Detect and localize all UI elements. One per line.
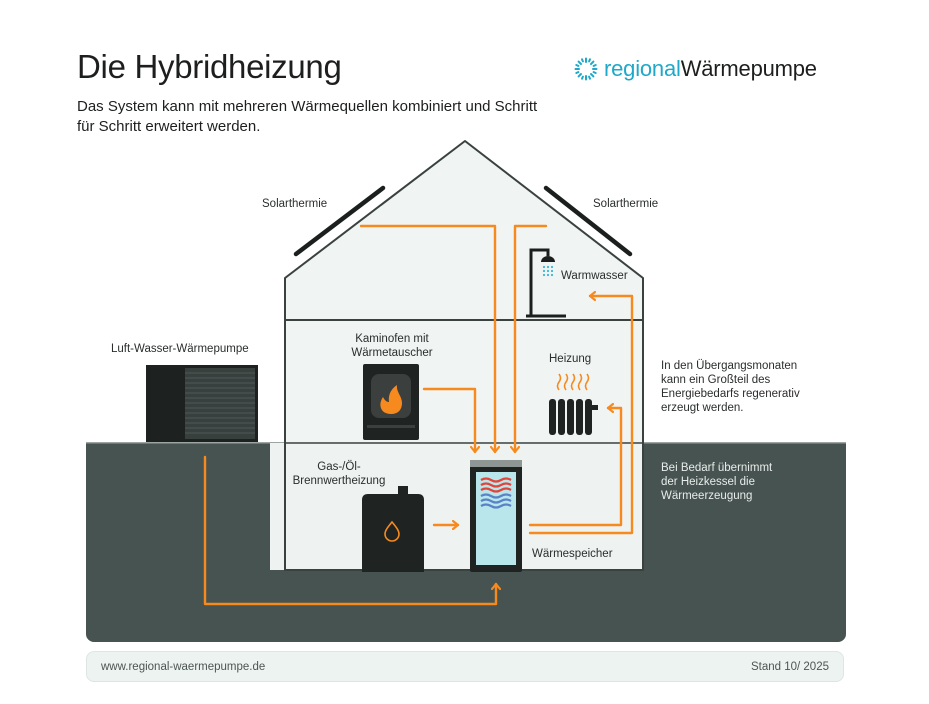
footer-url[interactable]: www.regional-waermepumpe.de	[101, 661, 266, 673]
flow-solar-left	[359, 224, 495, 454]
flow-fireplace	[422, 387, 475, 454]
boiler-icon	[362, 486, 424, 572]
label-kaminofen: Kaminofen mit Wärmetauscher	[351, 333, 433, 359]
house-outline	[284, 140, 644, 571]
heat-pump-unit	[146, 365, 258, 442]
page-subtitle: Das System kann mit mehreren Wärmequelle…	[77, 98, 538, 135]
flow-solar-right	[515, 224, 548, 454]
flow-heating	[528, 408, 623, 527]
label-heizung: Heizung	[549, 353, 592, 365]
solar-panel-left	[293, 185, 386, 257]
label-waermepumpe: Luft-Wasser-Wärmepumpe	[111, 343, 249, 355]
page-title: Die Hybridheizung	[77, 48, 342, 85]
solar-panel-right	[543, 185, 633, 257]
label-speicher: Wärmespeicher	[532, 548, 613, 560]
note-bedarf: Bei Bedarf übernimmt der Heizkessel die …	[661, 462, 773, 502]
brand-logo[interactable]: regionalWärmepumpe	[574, 56, 817, 82]
label-solar-left: Solarthermie	[262, 198, 328, 210]
radiator-icon	[549, 373, 598, 435]
logo-dark-text: Wärmepumpe	[680, 56, 817, 81]
label-brennwert: Gas-/Öl-Brennwertheizung	[292, 461, 386, 487]
sun-burst-icon	[574, 57, 598, 81]
logo-accent-text: regional	[604, 56, 681, 81]
label-solar-right: Solarthermie	[593, 198, 659, 210]
footer-bar: www.regional-waermepumpe.de Stand 10/ 20…	[86, 651, 844, 682]
flow-heatpump	[203, 455, 496, 606]
flow-warmwater	[528, 296, 634, 535]
footer-stand: Stand 10/ 2025	[750, 661, 829, 673]
storage-tank	[470, 460, 522, 572]
fireplace-icon	[363, 364, 419, 440]
label-warmwasser: Warmwasser	[561, 270, 628, 282]
shower-icon	[526, 248, 566, 318]
note-uebergang: In den Übergangsmonaten kann ein Großtei…	[661, 360, 800, 414]
